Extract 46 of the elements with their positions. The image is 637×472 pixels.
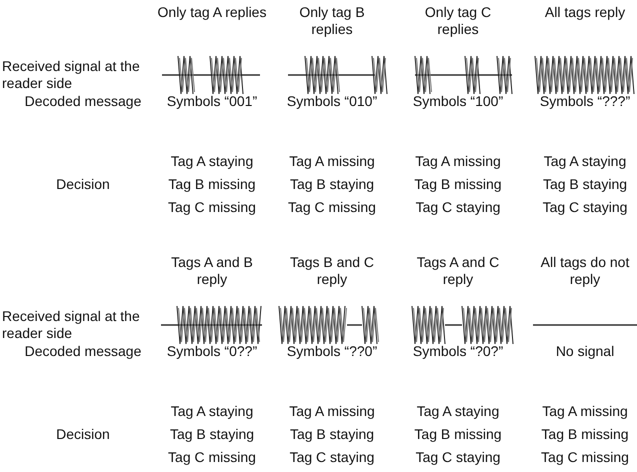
column-header: Only tag A replies [157, 4, 267, 21]
column-header: Tags A and C reply [416, 254, 500, 288]
decision-text: Tag C missing [167, 199, 257, 216]
decoded-symbols: Symbols “010” [286, 93, 378, 110]
decision-text: Tag C staying [288, 449, 376, 466]
decision-text: Tag A staying [542, 153, 628, 170]
decision-text: Tag A missing [288, 403, 376, 420]
decision-text: Tag B staying [168, 426, 256, 443]
column-header: Tags A and B reply [170, 254, 254, 288]
decoded-symbols: Symbols “0??” [166, 343, 258, 360]
row-label: Decision [55, 176, 111, 193]
decoded-symbols: Symbols “?0?” [412, 343, 504, 360]
column-header: Tags B and C reply [288, 254, 376, 288]
decision-text: Tag B staying [288, 426, 376, 443]
decision-text: Tag C missing [167, 449, 257, 466]
column-header: All tags do not reply [540, 254, 630, 288]
decoded-symbols: Symbols “??0” [286, 343, 378, 360]
decision-text: Tag B missing [413, 176, 503, 193]
decision-text: Tag C staying [414, 449, 502, 466]
decision-text: Tag C missing [287, 199, 377, 216]
decision-text: Tag B staying [288, 176, 376, 193]
decision-text: Tag B staying [542, 176, 628, 193]
decoded-symbols: Symbols “001” [166, 93, 258, 110]
column-header: All tags reply [544, 4, 626, 21]
row-label: Received signal at the reader side [2, 58, 141, 92]
decision-text: Tag B missing [413, 426, 503, 443]
decoded-symbols: Symbols “???” [538, 93, 632, 110]
decision-text: Tag A missing [541, 403, 629, 420]
row-label: Decision [55, 426, 111, 443]
decoded-symbols: Symbols “100” [412, 93, 504, 110]
decision-text: Tag A missing [288, 153, 376, 170]
decision-text: Tag A missing [414, 153, 502, 170]
decoded-symbols: No signal [554, 343, 616, 360]
row-label: Received signal at the reader side [2, 308, 141, 342]
decision-text: Tag C missing [540, 449, 630, 466]
row-label: Decoded message [24, 93, 142, 110]
decision-text: Tag A staying [416, 403, 500, 420]
decision-text: Tag B missing [540, 426, 630, 443]
row-label: Decoded message [24, 343, 142, 360]
decision-text: Tag B missing [167, 176, 257, 193]
decision-text: Tag C staying [542, 199, 628, 216]
decision-text: Tag C staying [414, 199, 502, 216]
column-header: Only tag B replies [298, 4, 366, 38]
decision-text: Tag A staying [170, 153, 254, 170]
column-header: Only tag C replies [424, 4, 492, 38]
decision-text: Tag A staying [170, 403, 254, 420]
